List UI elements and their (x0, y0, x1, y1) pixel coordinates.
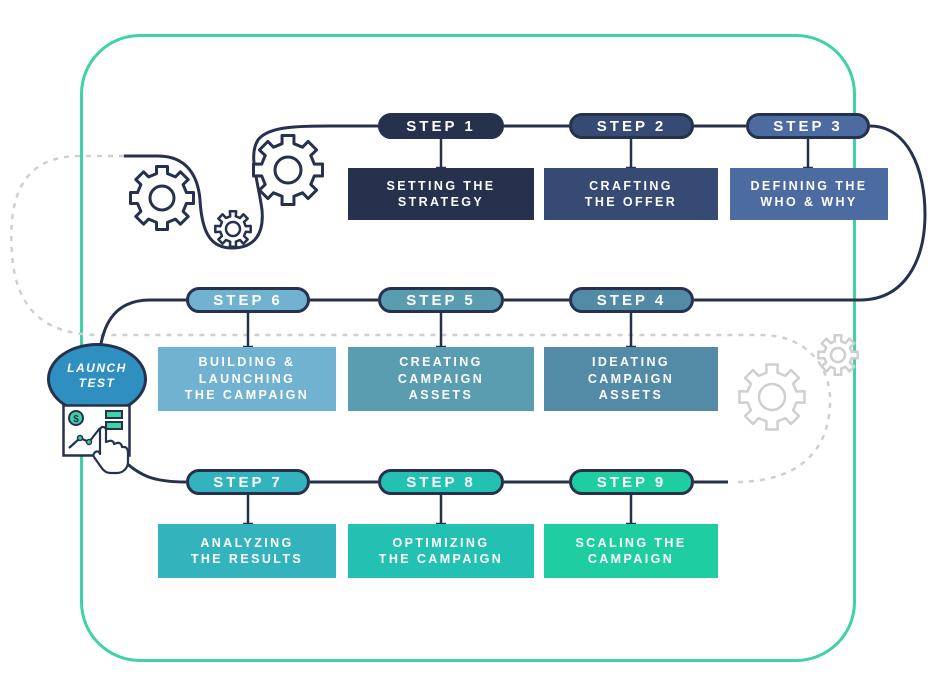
launch-test-label: LAUNCH TEST (50, 361, 144, 391)
step-5-pill: STEP 5 (378, 287, 504, 313)
step-4-box: IDEATING CAMPAIGN ASSETS (544, 347, 718, 411)
gear-icon (738, 363, 806, 431)
main-route (98, 124, 927, 484)
step-3-pill: STEP 3 (746, 113, 870, 139)
svg-text:$: $ (73, 414, 79, 425)
step-1-box: SETTING THE STRATEGY (348, 168, 534, 220)
step-6-title-line2: LAUNCHING (198, 371, 296, 386)
step-9-title-line1: SCALING THE (575, 535, 687, 550)
step-1-title-line1: SETTING THE (386, 178, 496, 193)
gear-icon (129, 165, 195, 231)
dashboard-icon: $ (62, 404, 131, 475)
step-3-box: DEFINING THE WHO & WHY (730, 168, 888, 220)
step-4-title-line1: IDEATING (592, 355, 670, 370)
step-3-title-line2: WHO & WHY (760, 195, 858, 209)
step-1-pill: STEP 1 (378, 113, 504, 139)
gear-icon (214, 210, 252, 248)
step-6-title-line3: THE CAMPAIGN (184, 388, 310, 403)
step-5-title-line1: CREATING (399, 355, 483, 370)
step-4-title-line2: CAMPAIGN (587, 371, 675, 386)
hand-pointer-icon (92, 425, 130, 475)
step-9-title-line2: CAMPAIGN (587, 552, 675, 566)
step-5-title-line2: CAMPAIGN (397, 371, 485, 386)
gears-group (129, 134, 859, 431)
step-4-pill: STEP 4 (569, 287, 694, 313)
launch-label-line1: LAUNCH (67, 361, 127, 375)
step-3-title-line1: DEFINING THE (750, 178, 868, 193)
step-5-box: CREATING CAMPAIGN ASSETS (348, 347, 534, 411)
step-2-box: CRAFTING THE OFFER (544, 168, 718, 220)
step-6-box: BUILDING & LAUNCHING THE CAMPAIGN (158, 347, 336, 411)
step-2-title-line2: THE OFFER (584, 195, 678, 209)
step-4-title-line3: ASSETS (598, 388, 664, 403)
step-6-title-line1: BUILDING & (198, 355, 296, 370)
step-7-title-line2: THE RESULTS (190, 552, 304, 566)
gear-icon (252, 134, 324, 206)
step-9-pill: STEP 9 (569, 469, 694, 495)
launch-label-line2: TEST (78, 376, 116, 390)
step-2-pill: STEP 2 (569, 113, 694, 139)
step-5-title-line3: ASSETS (408, 388, 474, 403)
step-8-title-line2: THE CAMPAIGN (378, 552, 504, 566)
step-7-box: ANALYZING THE RESULTS (158, 524, 336, 578)
step-8-pill: STEP 8 (378, 469, 504, 495)
step-7-pill: STEP 7 (186, 469, 310, 495)
step-6-pill: STEP 6 (186, 287, 310, 313)
step-8-title-line1: OPTIMIZING (392, 535, 490, 550)
step-2-title-line1: CRAFTING (589, 178, 673, 193)
launch-test-badge: LAUNCH TEST (47, 343, 147, 415)
step-1-title-line2: STRATEGY (397, 195, 485, 209)
step-7-title-line1: ANALYZING (200, 535, 294, 550)
step-9-box: SCALING THE CAMPAIGN (544, 524, 718, 578)
step-8-box: OPTIMIZING THE CAMPAIGN (348, 524, 534, 578)
gear-icon (817, 334, 859, 376)
